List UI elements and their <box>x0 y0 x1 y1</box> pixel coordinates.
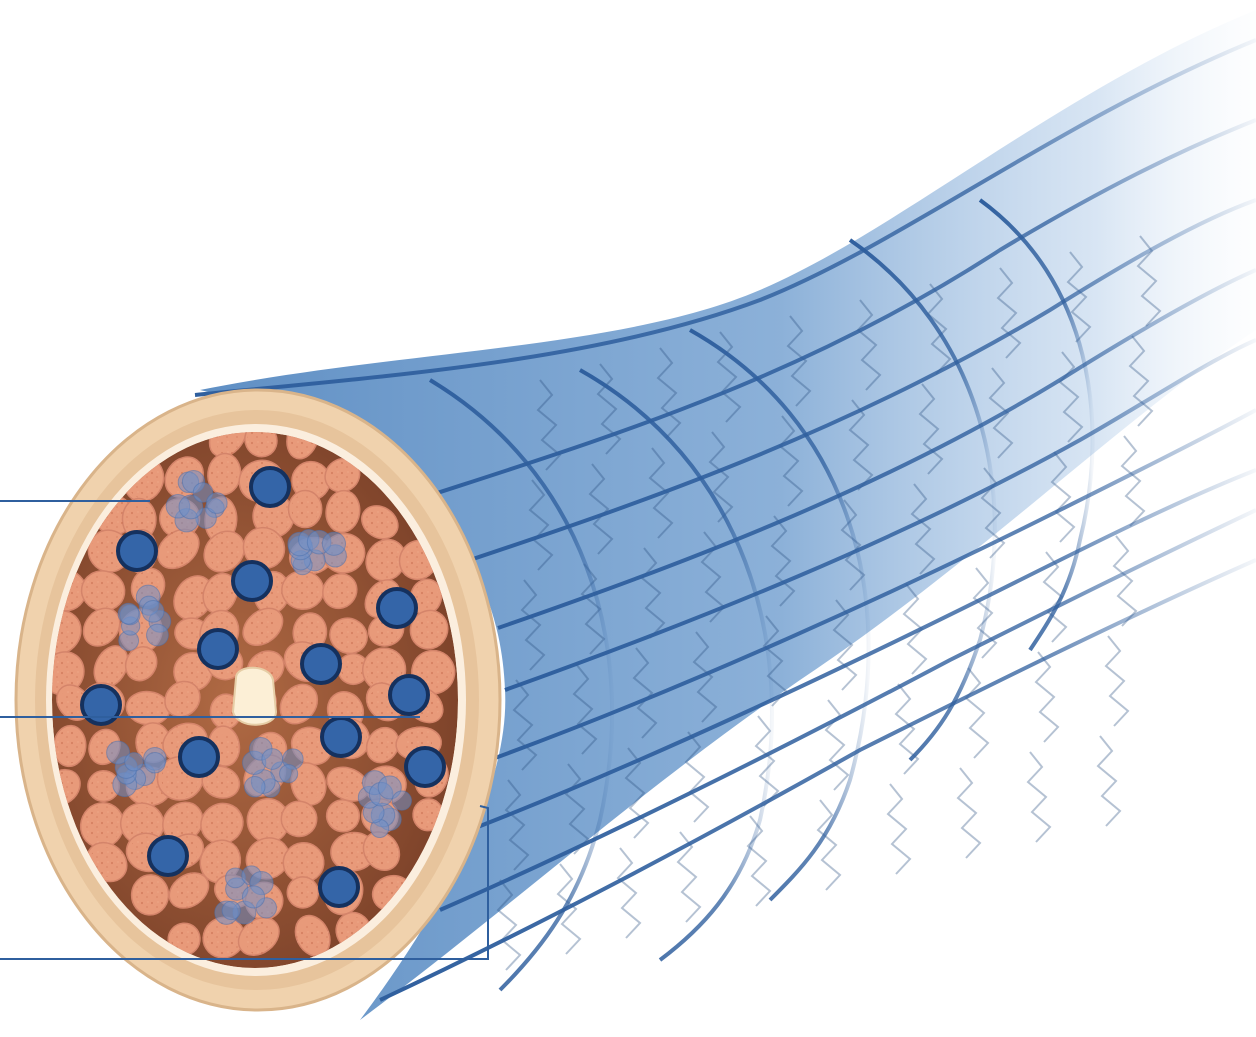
fiber-texture <box>370 730 395 760</box>
fiber-texture <box>250 608 276 646</box>
fiber-texture <box>169 684 196 715</box>
fiber-texture <box>205 805 239 842</box>
fiber-texture <box>246 531 282 565</box>
cluster-particle <box>244 776 265 797</box>
scale-ridge <box>1036 652 1058 742</box>
fiber-texture <box>211 456 238 491</box>
fiber-texture <box>364 837 398 865</box>
fiber-texture <box>209 533 240 571</box>
fiber-texture <box>333 621 365 650</box>
cluster-particle <box>125 753 143 771</box>
fiber-texture <box>88 610 115 645</box>
marker-dot <box>322 718 360 756</box>
fiber-texture <box>329 461 355 490</box>
cluster-particle <box>280 765 298 783</box>
fiber-texture <box>295 923 331 949</box>
marker-dot <box>320 868 358 906</box>
marker-dot <box>149 837 187 875</box>
fiber-texture <box>364 510 396 535</box>
fiber-texture <box>176 872 201 908</box>
scale-ridge <box>888 784 910 874</box>
fiber-texture <box>99 648 124 685</box>
fiber-texture <box>129 649 153 678</box>
fiber-texture <box>165 529 193 569</box>
fiber-texture <box>287 845 320 879</box>
scale-ridge <box>1114 536 1136 626</box>
scale-ridge <box>1122 436 1144 526</box>
scale-ridge <box>958 768 980 858</box>
marker-dot <box>233 562 271 600</box>
marker-dot <box>390 676 428 714</box>
cluster-particle <box>147 624 169 646</box>
fiber-texture <box>370 542 402 578</box>
marker-dot <box>82 686 120 724</box>
fiber-texture <box>330 803 357 829</box>
marker-dot <box>251 468 289 506</box>
fiber-texture <box>135 878 166 912</box>
fiber-texture <box>341 657 366 682</box>
fiber-texture <box>121 506 157 533</box>
cluster-particle <box>242 886 264 908</box>
fiber-texture <box>329 494 356 530</box>
scale-ridge <box>966 668 988 758</box>
marker-dot <box>118 532 156 570</box>
marker-dot <box>199 630 237 668</box>
fiber-texture <box>285 574 321 606</box>
marker-dot <box>180 738 218 776</box>
fiber-texture <box>290 880 315 905</box>
fiber-texture <box>207 576 234 611</box>
scale-ridge <box>1106 636 1128 726</box>
cluster-particle <box>206 493 227 514</box>
cluster-particle <box>118 603 139 624</box>
fiber-texture <box>84 806 121 845</box>
fiber-texture <box>91 773 116 798</box>
cluster-particle <box>222 901 240 919</box>
scale-ridge <box>1028 752 1050 842</box>
fiber-texture <box>326 576 353 606</box>
fiber-texture <box>414 613 445 646</box>
fiber-texture <box>85 574 122 608</box>
cluster-particle <box>392 791 411 810</box>
cluster-particle <box>322 532 345 555</box>
marker-dot <box>378 589 416 627</box>
cluster-particle <box>142 601 164 623</box>
fiber-texture <box>207 920 241 956</box>
marker-dot <box>406 748 444 786</box>
scale-ridge <box>618 848 640 938</box>
fiber-texture <box>284 804 313 833</box>
cluster-particle <box>262 749 283 770</box>
cluster-particle <box>145 752 165 772</box>
marker-dot <box>302 645 340 683</box>
fiber-texture <box>57 729 83 764</box>
fiber-texture <box>291 494 318 525</box>
scale-ridge <box>1098 736 1120 826</box>
